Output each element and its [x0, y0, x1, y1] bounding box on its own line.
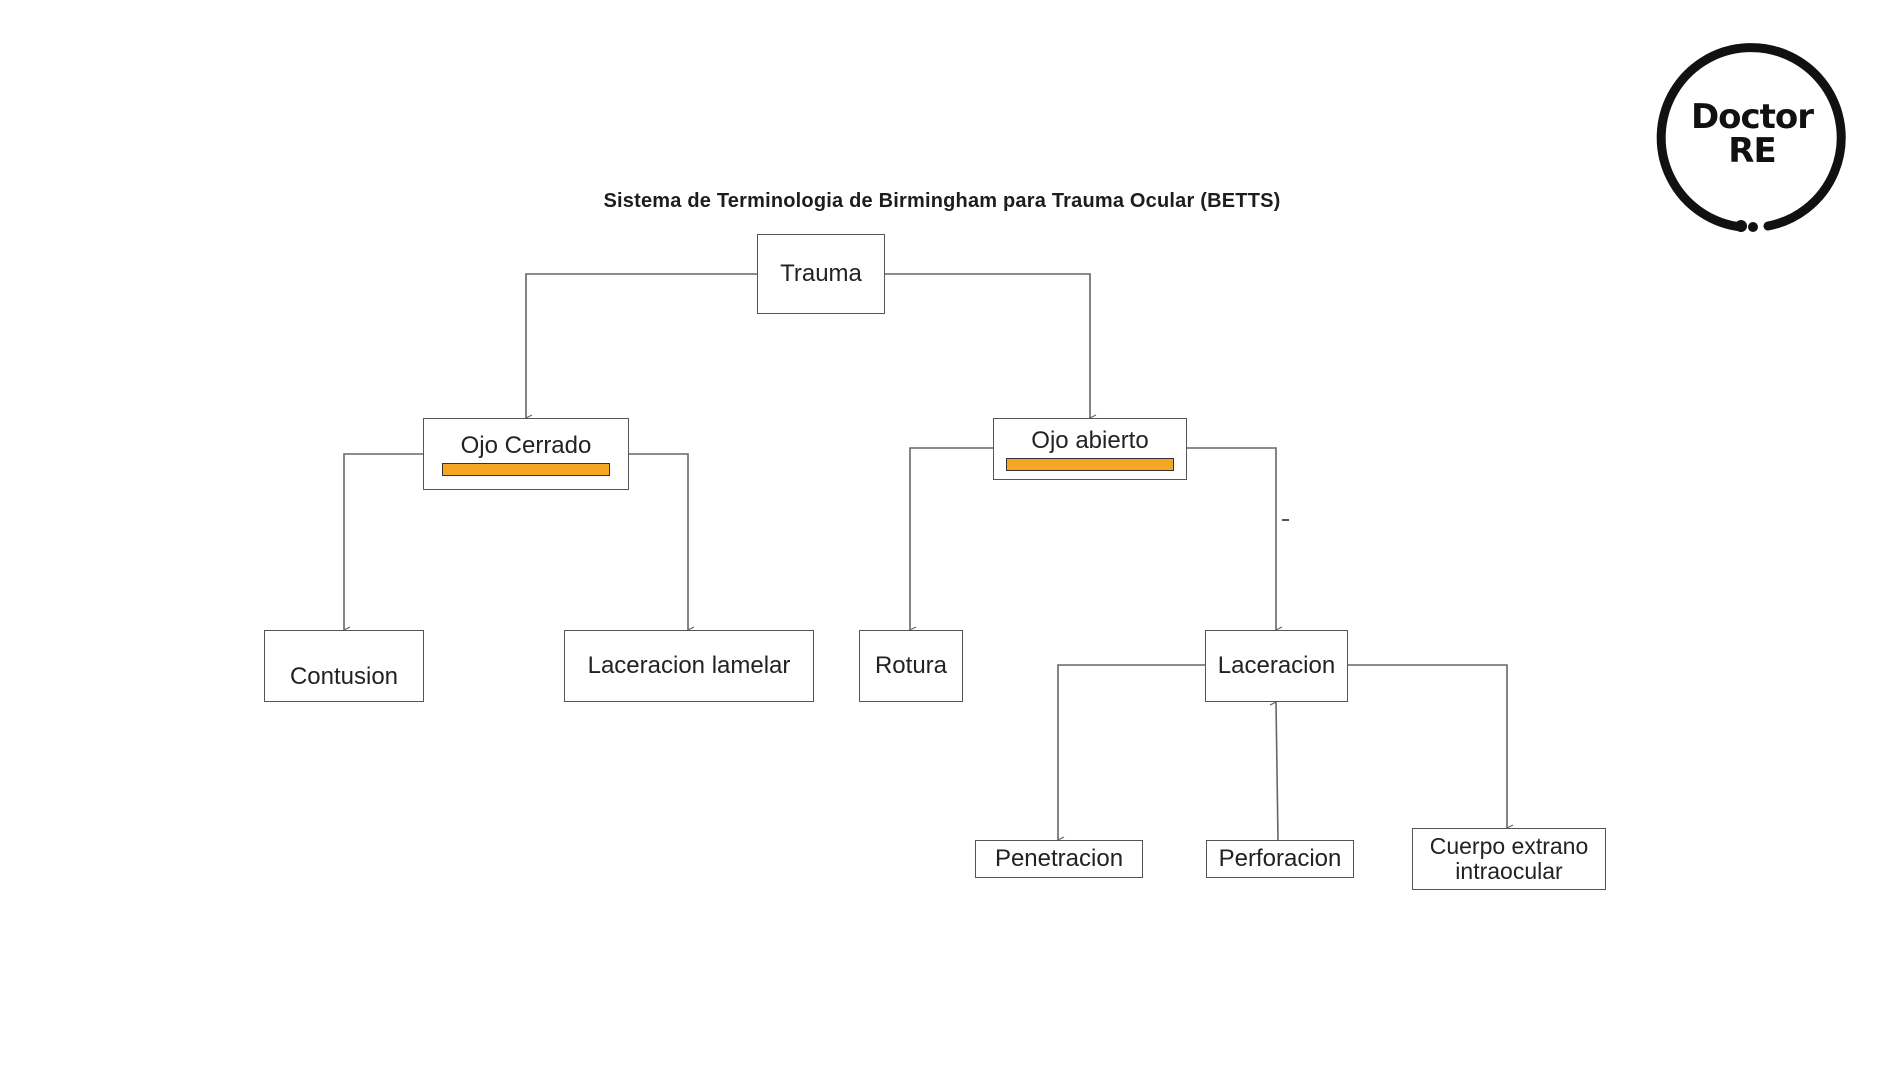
logo-line2: RE	[1728, 131, 1776, 171]
logo-text: Doctor RE	[1654, 100, 1850, 168]
node-ojo-abierto: Ojo abierto	[993, 418, 1187, 480]
node-perforacion: Perforacion	[1206, 840, 1354, 878]
connector-laceracion-penetracion	[1058, 664, 1205, 840]
node-laceracion: Laceracion	[1205, 630, 1348, 702]
node-label: Penetracion	[994, 845, 1124, 873]
connector-ojo-cerrado-contusion	[344, 453, 423, 630]
node-label: Contusion	[289, 663, 399, 691]
connector-ojo-abierto-rotura	[910, 447, 993, 630]
highlight-bar	[1006, 458, 1174, 472]
node-label: Trauma	[780, 260, 862, 288]
node-label: Ojo Cerrado	[460, 431, 592, 459]
node-label: Perforacion	[1218, 845, 1342, 873]
connector-trauma-ojo-abierto	[884, 273, 1090, 418]
node-contusion: Contusion	[264, 630, 424, 702]
connector-perforacion-laceracion	[1276, 702, 1279, 841]
connector-laceracion-cuerpo-extrano	[1347, 664, 1507, 828]
node-label: Ojo abierto	[1031, 426, 1149, 454]
node-trauma: Trauma	[757, 234, 885, 314]
node-rotura: Rotura	[859, 630, 963, 702]
diagram-title: Sistema de Terminologia de Birmingham pa…	[603, 190, 1281, 212]
node-cuerpo-extrano-intraocular: Cuerpo extrano intraocular	[1412, 828, 1606, 890]
node-label-line2: intraocular	[1455, 858, 1563, 884]
node-ojo-cerrado: Ojo Cerrado	[423, 418, 629, 490]
connector-ojo-cerrado-laceracion-lamelar	[629, 453, 688, 630]
node-laceracion-lamelar: Laceracion lamelar	[564, 630, 814, 702]
node-label-line1: Cuerpo extrano	[1429, 832, 1589, 859]
doctor-re-logo: Doctor RE	[1654, 38, 1850, 234]
node-label: Rotura	[874, 652, 948, 680]
node-label: Laceracion lamelar	[587, 652, 791, 680]
highlight-bar	[442, 463, 610, 477]
node-penetracion: Penetracion	[975, 840, 1143, 878]
connector-ojo-abierto-laceracion	[1187, 447, 1276, 630]
node-label: Laceracion	[1217, 652, 1336, 680]
connector-trauma-ojo-cerrado	[526, 273, 757, 418]
logo-ring-icon	[1656, 43, 1846, 232]
logo-line1: Doctor	[1690, 97, 1814, 137]
